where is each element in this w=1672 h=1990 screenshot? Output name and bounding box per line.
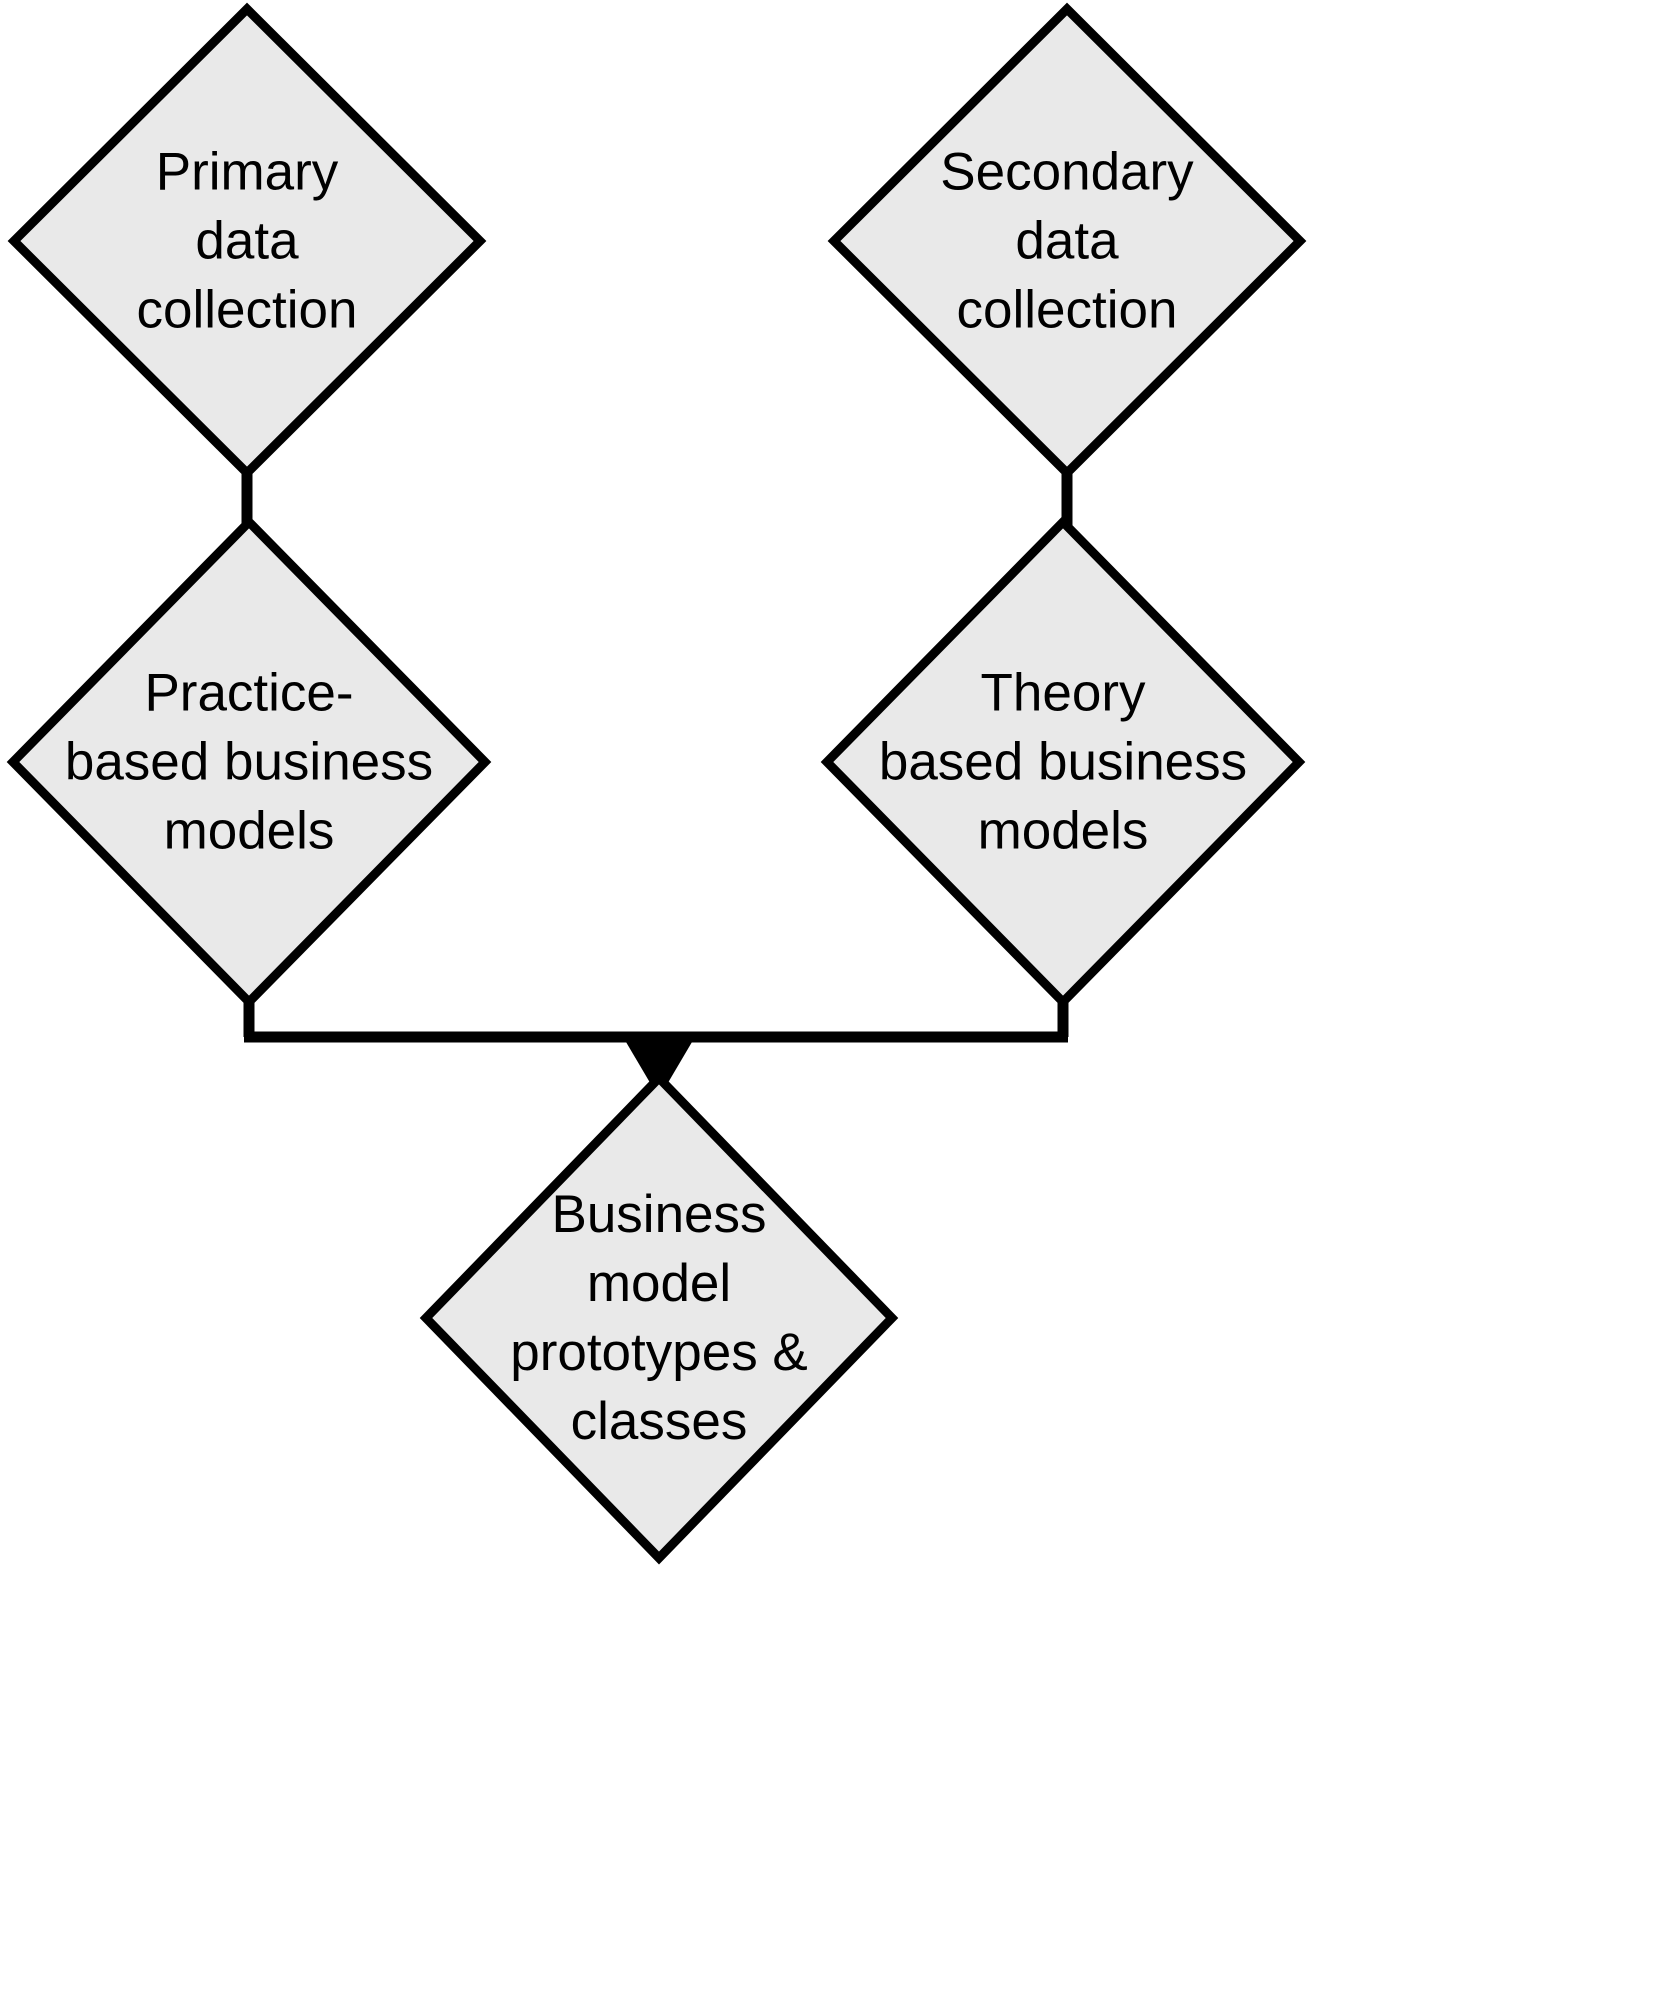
node-business-model-prototypes-classes[interactable] [419, 1071, 899, 1565]
node-primary-data-collection[interactable] [7, 2, 487, 480]
node-secondary-data-collection[interactable] [827, 2, 1307, 480]
node-practice-based-business-models[interactable] [6, 515, 492, 1009]
node-theory-based-business-models[interactable] [820, 515, 1306, 1009]
